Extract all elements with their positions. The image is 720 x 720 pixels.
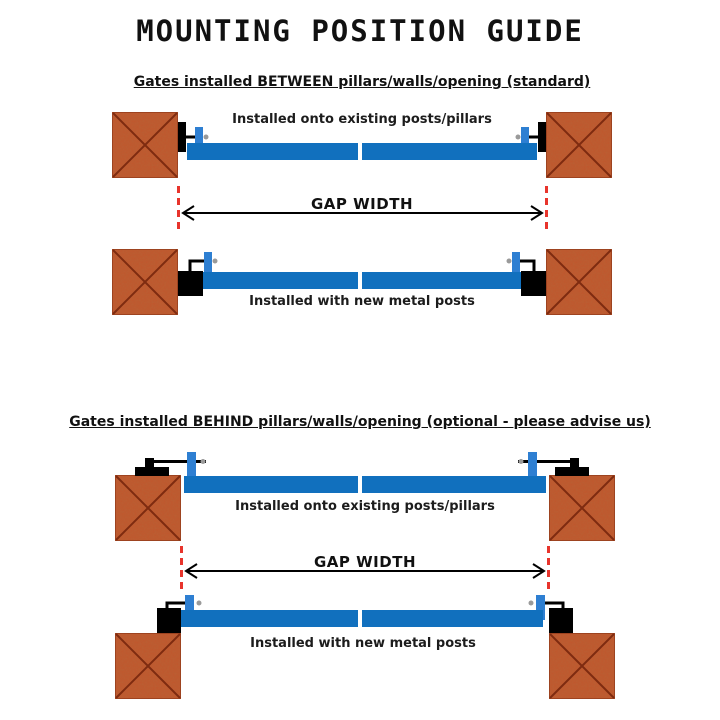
gate-center-split xyxy=(358,143,362,160)
gap-width-arrow xyxy=(181,205,544,221)
gate-center-split xyxy=(358,610,362,627)
diagram-behind-existing-pillars xyxy=(115,450,615,541)
brick-pillar xyxy=(546,112,612,178)
section-behind-heading: Gates installed BEHIND pillars/walls/ope… xyxy=(69,414,651,430)
brick-pillar xyxy=(112,112,178,178)
brick-pillar xyxy=(549,475,615,541)
gap-width-dimension-behind xyxy=(180,546,550,591)
behind-new-posts-label: Installed with new metal posts xyxy=(250,636,476,651)
gap-width-label-between: GAP WIDTH xyxy=(311,195,413,213)
brick-pillar xyxy=(112,249,178,315)
page-title: MOUNTING POSITION GUIDE xyxy=(136,14,584,48)
brick-pillar xyxy=(115,633,181,699)
section-between-heading: Gates installed BETWEEN pillars/walls/op… xyxy=(133,74,591,90)
diagram-behind-new-metal-posts xyxy=(115,593,615,699)
diagram-between-new-metal-posts xyxy=(112,249,612,315)
behind-existing-label: Installed onto existing posts/pillars xyxy=(235,499,495,514)
top-plate-hinge-icon xyxy=(516,450,591,480)
gate-top-view-bar xyxy=(184,476,546,493)
gate-center-split xyxy=(358,476,362,493)
diagram-between-existing-pillars xyxy=(112,112,612,178)
gap-width-label-behind: GAP WIDTH xyxy=(314,553,416,571)
brick-pillar xyxy=(115,475,181,541)
between-existing-label: Installed onto existing posts/pillars xyxy=(232,112,492,127)
gap-width-dimension-between xyxy=(177,186,548,232)
brick-pillar xyxy=(546,249,612,315)
gap-width-arrow xyxy=(184,563,546,579)
top-plate-hinge-icon xyxy=(133,450,208,480)
brick-pillar xyxy=(549,633,615,699)
gate-center-split xyxy=(358,272,362,289)
between-new-posts-label: Installed with new metal posts xyxy=(249,294,475,309)
